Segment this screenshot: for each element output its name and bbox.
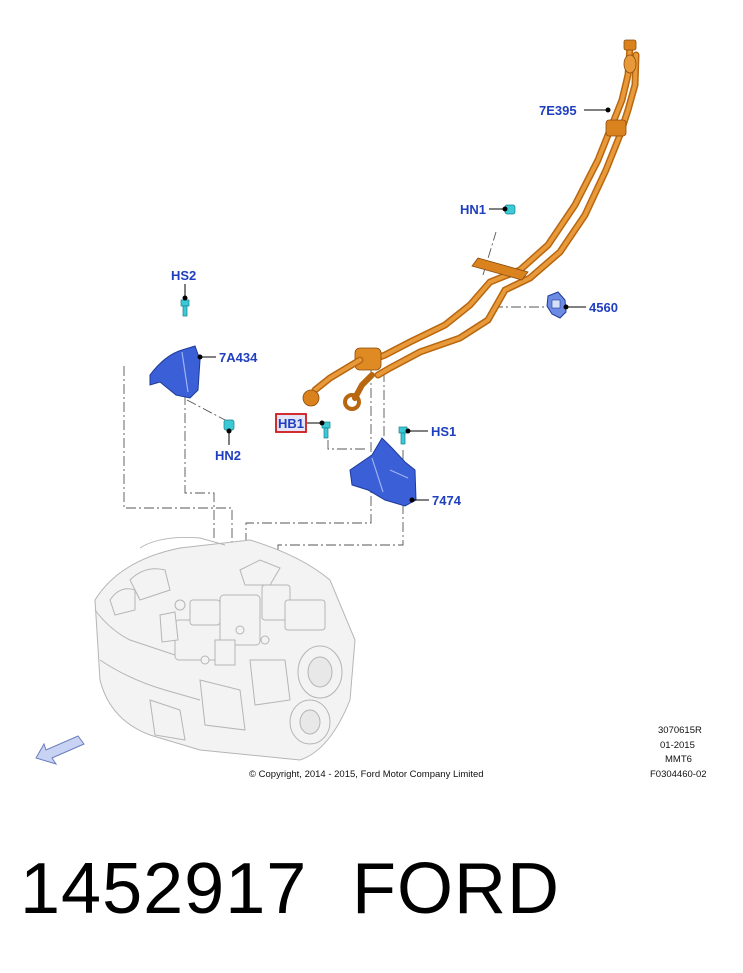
- callout-7a434: 7A434: [219, 350, 258, 365]
- fastener-hs1: [398, 426, 408, 445]
- callout-hs2: HS2: [171, 268, 196, 283]
- front-arrow-icon: [35, 735, 85, 765]
- gearshift-cable: [302, 39, 640, 411]
- ref-line-1: 3070615R: [658, 725, 702, 736]
- cable-clip-4560: [546, 291, 567, 319]
- callout-4560: 4560: [589, 300, 618, 315]
- callout-leaders: [182, 107, 611, 503]
- part-number: 1452917: [20, 849, 308, 929]
- callout-hs1: HS1: [431, 424, 456, 439]
- copyright-text: © Copyright, 2014 - 2015, Ford Motor Com…: [249, 769, 484, 780]
- callout-hb1-highlight-box: [275, 413, 307, 433]
- ref-line-4: F0304460-02: [650, 769, 707, 780]
- fastener-hb1: [321, 421, 331, 439]
- brand-name: FORD: [352, 849, 560, 929]
- callout-hn2: HN2: [215, 448, 241, 463]
- callout-hn1: HN1: [460, 202, 486, 217]
- callout-7e395: 7E395: [539, 103, 577, 118]
- bracket-7a434: [149, 345, 201, 399]
- ref-line-2: 01-2015: [660, 740, 695, 751]
- fastener-hs2: [180, 299, 190, 317]
- callout-hb1: HB1: [278, 416, 304, 431]
- bracket-7474: [349, 437, 417, 507]
- ref-line-3: MMT6: [665, 754, 692, 765]
- transmission-assembly: [94, 537, 356, 761]
- callout-7474: 7474: [432, 493, 462, 508]
